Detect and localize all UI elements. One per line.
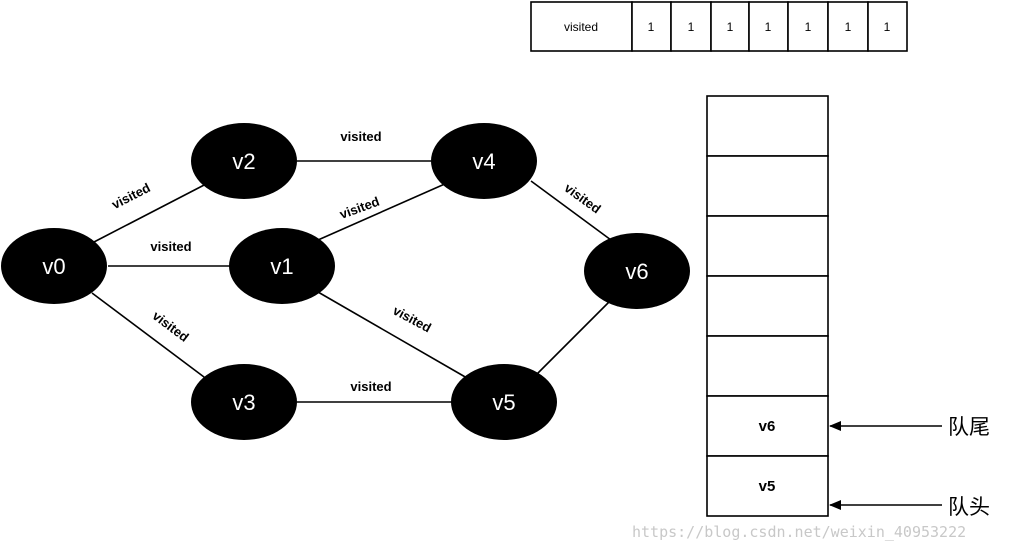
edge-v4-v6 [530, 180, 612, 241]
visited-header-label: visited [564, 20, 598, 34]
visited-array: visited 1 1 1 1 1 1 1 [530, 1, 908, 52]
visited-header-cell [530, 1, 633, 52]
visited-value: 1 [648, 20, 655, 34]
node-label-v1: v1 [270, 254, 293, 279]
queue-value-head: v5 [759, 478, 776, 495]
node-label-v4: v4 [472, 149, 495, 174]
edge-label-v2-v4: visited [340, 129, 381, 144]
node-v0 [1, 228, 107, 304]
edge-label-v0-v3: visited [150, 308, 192, 345]
edge-v1-v4 [317, 182, 448, 241]
visited-cell [867, 1, 908, 52]
visited-cell [670, 1, 712, 52]
edge-label-v4-v6: visited [562, 180, 604, 216]
tail-label: 队尾 [948, 415, 990, 439]
edge-label-v0-v2: visited [109, 180, 153, 212]
node-v3 [191, 364, 297, 440]
edge-v0-v2 [93, 182, 209, 243]
edge-v5-v6 [533, 299, 612, 378]
queue-cell [706, 395, 829, 457]
watermark: https://blog.csdn.net/weixin_40953222 [632, 523, 966, 541]
node-label-v6: v6 [625, 259, 648, 284]
queue-cell [706, 95, 829, 157]
visited-value: 1 [884, 20, 891, 34]
node-v1 [229, 228, 335, 304]
queue-pointers: 队尾 队头 [829, 415, 990, 519]
edge-label-v1-v5: visited [390, 303, 433, 336]
visited-value: 1 [765, 20, 772, 34]
queue-value-tail: v6 [759, 418, 776, 435]
visited-cell [631, 1, 672, 52]
graph-nodes: v0 v1 v2 v3 v4 v5 v6 [1, 123, 690, 440]
visited-value: 1 [805, 20, 812, 34]
node-label-v0: v0 [42, 254, 65, 279]
edge-v1-v5 [317, 291, 468, 379]
visited-cell [748, 1, 789, 52]
queue-cell [706, 455, 829, 517]
node-v5 [451, 364, 557, 440]
node-v4 [431, 123, 537, 199]
node-v2 [191, 123, 297, 199]
edge-v0-v3 [91, 292, 209, 381]
visited-value: 1 [727, 20, 734, 34]
node-v6 [584, 233, 690, 309]
node-label-v3: v3 [232, 390, 255, 415]
visited-value: 1 [688, 20, 695, 34]
node-label-v2: v2 [232, 149, 255, 174]
visited-cell [787, 1, 829, 52]
edge-label-v0-v1: visited [150, 239, 191, 254]
queue-cell [706, 275, 829, 337]
queue-cell [706, 155, 829, 217]
graph-edges [91, 160, 612, 403]
node-label-v5: v5 [492, 390, 515, 415]
queue-cell [706, 335, 829, 397]
queue-cell [706, 215, 829, 277]
visited-value: 1 [845, 20, 852, 34]
head-label: 队头 [948, 495, 990, 519]
visited-cell [827, 1, 869, 52]
edge-label-v3-v5: visited [350, 379, 391, 394]
queue: v6 v5 [706, 95, 829, 517]
edge-label-v1-v4: visited [338, 194, 382, 222]
